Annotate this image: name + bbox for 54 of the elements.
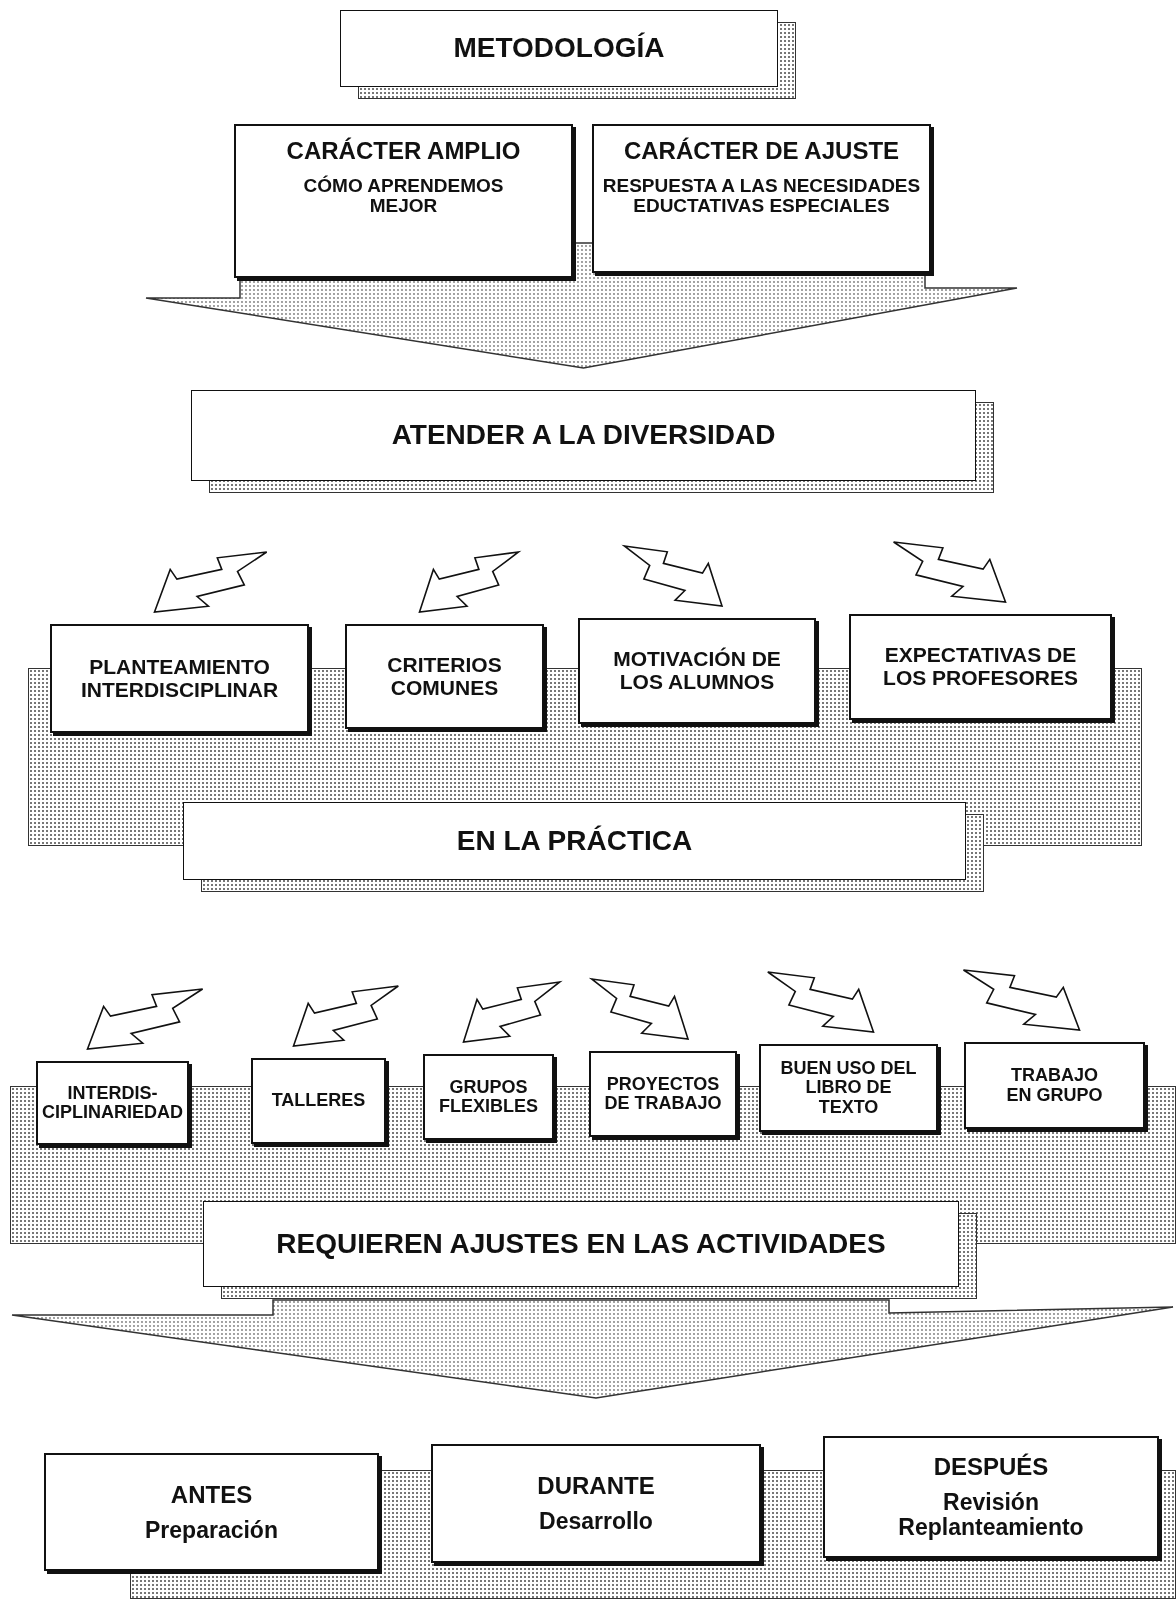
box-text: ATENDER A LA DIVERSIDAD xyxy=(391,420,776,451)
box-text: RESPUESTA A LAS NECESIDADES EDUCTATIVAS ESPECIALES xyxy=(602,175,921,217)
box-text: Preparación xyxy=(145,1517,278,1543)
zigzag-arrow xyxy=(153,551,268,613)
zigzag-arrow xyxy=(292,985,400,1047)
text-box xyxy=(759,1044,938,1132)
zigzag-arrow xyxy=(418,550,522,613)
text-box xyxy=(423,1054,554,1140)
text-box xyxy=(592,124,931,273)
text-box xyxy=(578,618,816,724)
box-text: INTERDIS- CIPLINARIEDAD xyxy=(42,1083,183,1123)
zigzag-arrow xyxy=(962,969,1081,1031)
box-heading: ANTES xyxy=(170,1481,253,1508)
block-arrow xyxy=(11,1299,1174,1399)
zigzag-arrow xyxy=(86,988,204,1050)
box-text: CÓMO APRENDEMOS MEJOR xyxy=(302,175,505,217)
box-text: TRABAJO EN GRUPO xyxy=(1005,1066,1104,1105)
text-box xyxy=(183,802,966,880)
box-text: TALLERES xyxy=(271,1091,366,1111)
text-box xyxy=(191,390,976,481)
text-box xyxy=(251,1058,386,1144)
text-box xyxy=(44,1453,379,1571)
box-text: METODOLOGÍA xyxy=(453,33,665,64)
box-text: EXPECTATIVAS DE LOS PROFESORES xyxy=(882,644,1079,690)
box-text: PROYECTOS DE TRABAJO xyxy=(603,1074,723,1114)
box-text: Desarrollo xyxy=(539,1509,653,1534)
box-heading: DESPUÉS xyxy=(933,1454,1049,1481)
box-text: Revisión Replanteamiento xyxy=(897,1490,1085,1540)
text-box xyxy=(431,1444,761,1563)
text-box xyxy=(340,10,778,87)
box-heading: CARÁCTER DE AJUSTE xyxy=(623,138,900,164)
box-text: EN LA PRÁCTICA xyxy=(456,825,693,857)
box-text: GRUPOS FLEXIBLES xyxy=(438,1077,539,1117)
text-box xyxy=(203,1201,959,1287)
zigzag-arrow xyxy=(462,980,563,1043)
text-box xyxy=(964,1042,1145,1129)
text-box xyxy=(50,624,309,733)
zigzag-arrow xyxy=(588,977,690,1040)
text-box xyxy=(345,624,544,729)
box-heading: CARÁCTER AMPLIO xyxy=(286,138,521,164)
text-box xyxy=(823,1436,1159,1558)
zigzag-arrow xyxy=(621,544,724,607)
box-text: PLANTEAMIENTO INTERDISCIPLINAR xyxy=(79,655,280,702)
box-text: BUEN USO DEL LIBRO DE TEXTO xyxy=(779,1058,918,1118)
zigzag-arrow xyxy=(892,541,1007,603)
box-heading: DURANTE xyxy=(537,1473,655,1500)
box-text: MOTIVACIÓN DE LOS ALUMNOS xyxy=(612,648,782,694)
box-text: REQUIEREN AJUSTES EN LAS ACTIVIDADES xyxy=(276,1228,886,1260)
text-box xyxy=(36,1061,189,1145)
text-box xyxy=(589,1051,737,1137)
text-box xyxy=(234,124,573,278)
zigzag-arrow xyxy=(767,971,875,1033)
box-text: CRITERIOS COMUNES xyxy=(386,653,503,700)
text-box xyxy=(849,614,1112,720)
